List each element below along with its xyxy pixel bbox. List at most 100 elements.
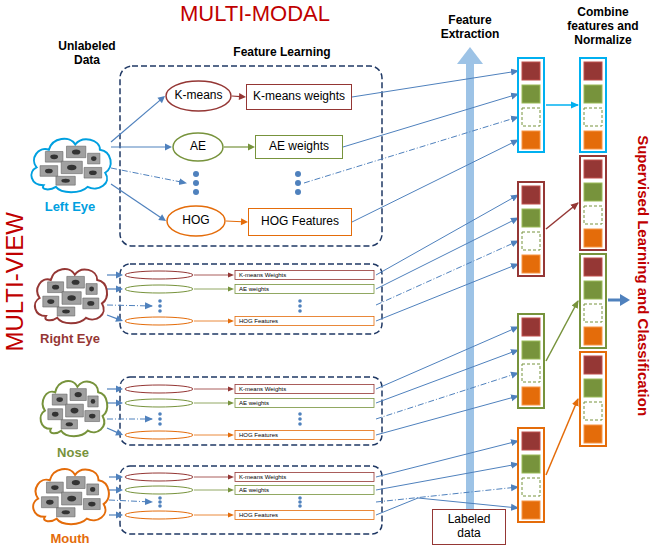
cloud-outline <box>36 374 110 438</box>
face-part-photo <box>62 292 81 305</box>
image-cloud: Mouth <box>28 462 112 546</box>
connector <box>226 218 248 225</box>
face-part-photo <box>87 484 99 495</box>
ellipsis-dot <box>158 504 162 508</box>
row-arrow <box>194 321 229 322</box>
method-oval <box>125 431 193 439</box>
face-part-feature <box>88 502 95 507</box>
face-part-feature <box>87 301 94 306</box>
vector-outline <box>518 314 544 408</box>
face-part-feature <box>75 392 82 397</box>
feature-vector <box>522 318 540 405</box>
connector-line <box>226 220 242 222</box>
face-part-feature <box>45 169 53 174</box>
feature-row: HOG Features <box>123 430 376 440</box>
method-oval <box>125 385 193 393</box>
arrow-head <box>248 144 255 151</box>
face-part-feature <box>61 179 70 183</box>
feature-line <box>376 264 518 321</box>
feature-line <box>376 350 518 403</box>
process-box: AE weights <box>255 135 343 159</box>
face-part-photo <box>83 298 99 309</box>
connector-line <box>107 402 117 403</box>
method-oval <box>125 399 193 407</box>
method-oval <box>125 285 193 293</box>
method-oval: AE <box>172 132 224 162</box>
face-part-photo <box>41 497 58 508</box>
face-part-feature <box>51 485 58 490</box>
arrow-head <box>116 386 123 393</box>
connector <box>107 315 123 322</box>
connector <box>109 487 123 494</box>
row-arrow <box>194 490 229 491</box>
weights-box <box>235 511 374 520</box>
vector-outline <box>580 352 606 446</box>
connector <box>107 286 123 293</box>
node-text: Right Eye <box>30 331 110 346</box>
ellipsis-dot <box>158 500 162 504</box>
connector <box>111 96 165 142</box>
side-title: Supervised Learning and Classification <box>634 136 651 417</box>
group-outline <box>120 264 382 334</box>
ellipsis-dot <box>298 504 302 508</box>
feature-row: HOG Features <box>123 316 376 326</box>
method-oval <box>125 271 193 279</box>
more-methods-arrow <box>107 305 152 306</box>
ellipsis-dot <box>298 299 302 303</box>
connector <box>224 144 255 151</box>
vector-outline <box>580 254 606 348</box>
cloud-outline <box>30 262 110 325</box>
face-part-photo <box>48 282 64 293</box>
ellipsis-dot <box>158 496 162 500</box>
face-part-photo <box>43 296 59 307</box>
row-arrow-head <box>228 433 234 438</box>
face-part-photo <box>88 396 98 407</box>
process-box: K-means weights <box>246 84 352 110</box>
row-arrow <box>194 477 229 478</box>
arrow-head <box>116 272 123 279</box>
oval-shape <box>167 206 225 236</box>
combine-arrow <box>546 399 578 475</box>
feature-vector <box>522 62 540 149</box>
weights-box <box>235 317 374 326</box>
column-header: Feature Extraction <box>426 14 514 42</box>
group-outline <box>120 377 382 445</box>
image-cloud: Nose <box>36 374 110 460</box>
cloud-outline <box>26 132 114 194</box>
node-text: Nose <box>36 445 110 460</box>
feature-row: HOG Features <box>123 510 376 520</box>
face-part-photo <box>67 477 85 489</box>
output-arrow-head <box>620 294 630 306</box>
face-part-photo <box>84 167 102 178</box>
ellipsis-dot <box>158 304 162 308</box>
process-box: HOG Features <box>248 208 352 236</box>
ellipsis-dot <box>193 180 199 186</box>
weights-box <box>235 271 374 280</box>
weights-box <box>235 431 374 440</box>
more-methods-arrow <box>107 419 152 420</box>
face-part-photo <box>56 176 75 185</box>
output-arrow <box>608 299 621 302</box>
face-part-feature <box>66 422 73 426</box>
row-arrow-head <box>228 401 234 406</box>
connector-line <box>107 274 117 275</box>
face-part-photo <box>40 166 58 177</box>
feature-row: AE weights <box>123 485 376 495</box>
arrow-head <box>116 512 123 519</box>
arrow-head <box>116 400 123 407</box>
face-part-photo <box>88 153 100 164</box>
node-text: AE weights <box>269 140 329 154</box>
node-text: K-means Weights <box>239 472 286 482</box>
face-part-feature <box>52 285 59 290</box>
connector <box>111 184 166 221</box>
arrow-head <box>165 144 172 151</box>
row-arrow-head <box>228 387 234 392</box>
ellipsis-dot <box>295 189 301 195</box>
face-part-feature <box>50 154 58 159</box>
connector-line <box>107 428 118 433</box>
row-arrow <box>194 275 229 276</box>
weights-box <box>235 486 374 495</box>
cloud-shape <box>35 269 107 323</box>
combine-arrow <box>546 104 578 106</box>
face-part-feature <box>56 397 63 402</box>
